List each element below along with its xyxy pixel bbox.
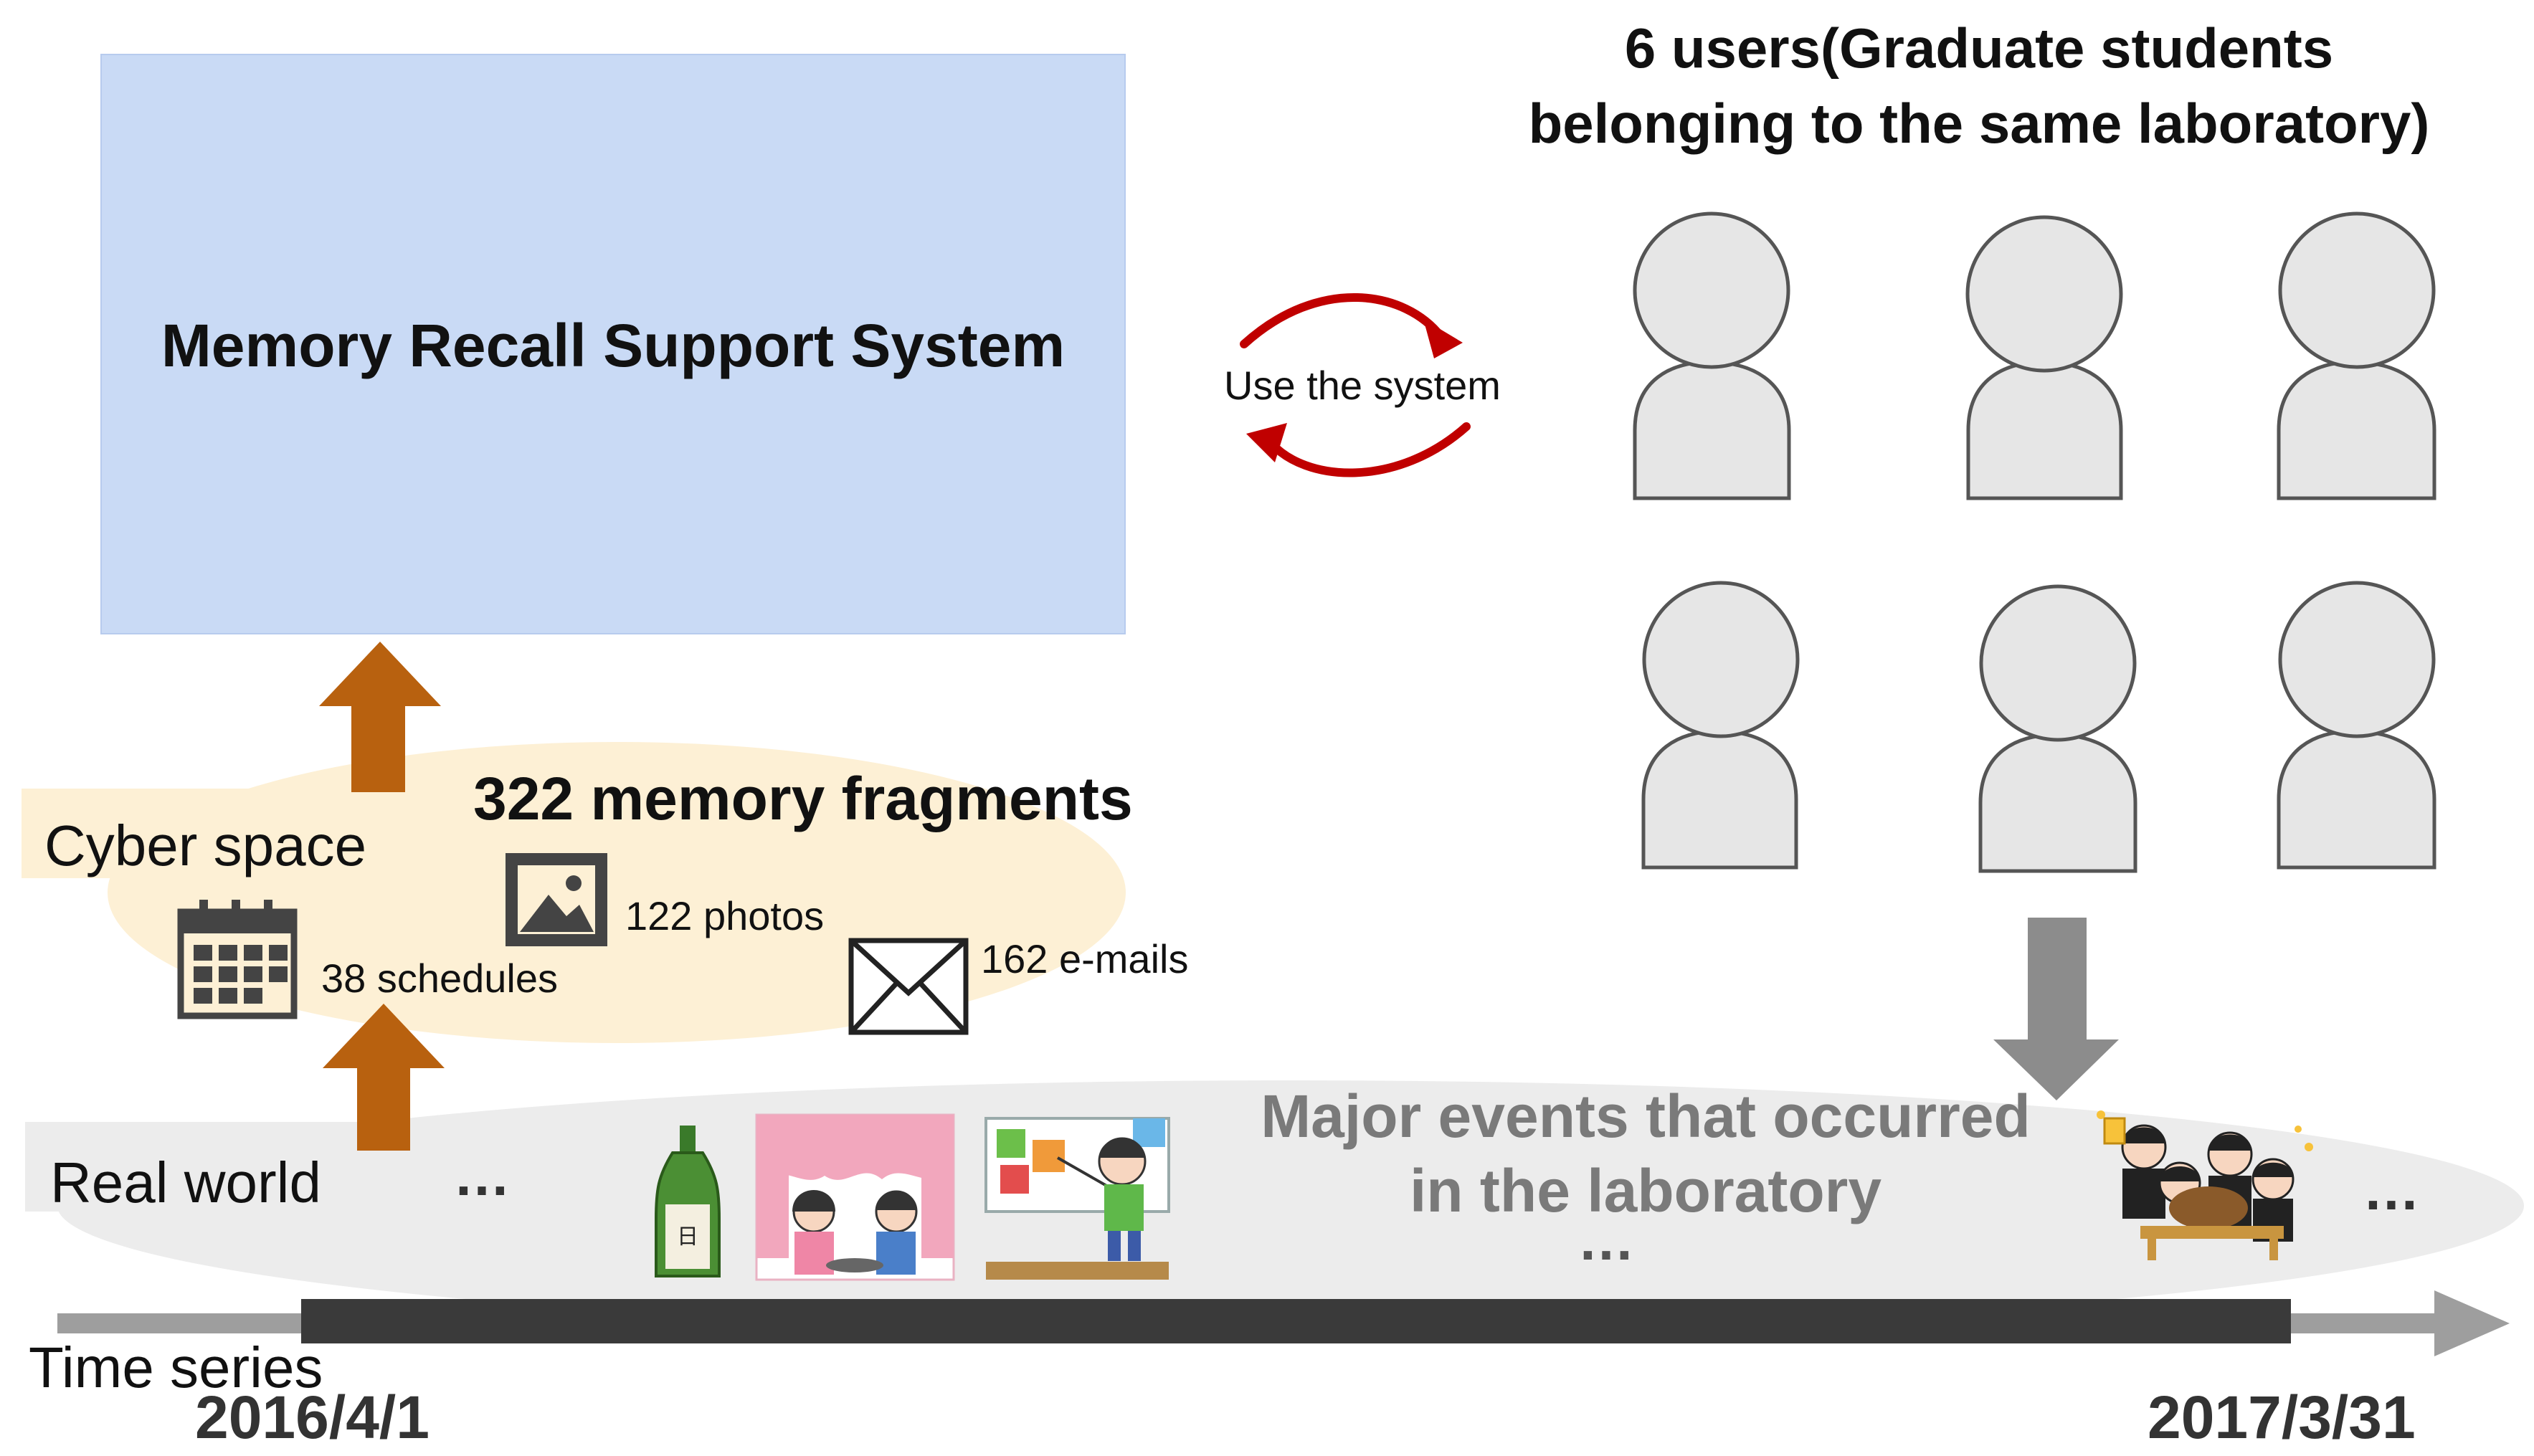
- events-title-line2: in the laboratory: [1409, 1157, 1882, 1225]
- user-icon: [2277, 581, 2436, 870]
- cyber-space-label: Cyber space: [44, 814, 367, 877]
- user-icon: [1641, 581, 1800, 870]
- user-icon: [1978, 584, 2137, 873]
- calendar-icon: [177, 900, 298, 1019]
- user-icon: [1633, 211, 1791, 500]
- upward-arrow-to-system: [319, 642, 441, 792]
- presentation-icon: [984, 1117, 1170, 1280]
- photo-icon: [506, 853, 607, 946]
- user-icon: [2277, 211, 2436, 500]
- timeline-end-date: 2017/3/31: [2148, 1384, 2416, 1451]
- user-icon: [1965, 215, 2123, 500]
- time-series-label: Time series: [29, 1336, 323, 1399]
- ellipsis-middle: …: [1577, 1208, 1638, 1272]
- use-system-label: Use the system: [1224, 363, 1501, 408]
- use-cycle-arrows: [1240, 292, 1471, 477]
- party-celebration-icon: [2097, 1110, 2313, 1260]
- svg-text:日: 日: [677, 1224, 698, 1250]
- schedules-count-label: 38 schedules: [321, 956, 559, 1001]
- sake-bottle-icon: 日: [655, 1126, 721, 1277]
- real-world-label: Real world: [50, 1151, 321, 1214]
- users-title-line1: 6 users(Graduate students: [1624, 16, 2334, 80]
- emails-count-label: 162 e-mails: [981, 936, 1189, 981]
- ellipsis-left: …: [453, 1143, 513, 1207]
- photos-count-label: 122 photos: [625, 893, 825, 938]
- cherry-blossom-viewing-icon: [755, 1113, 955, 1281]
- downward-arrow-to-events: [1993, 918, 2119, 1100]
- upward-arrow-to-cyber-space: [323, 1004, 445, 1151]
- ellipsis-right: …: [2363, 1158, 2423, 1222]
- users-title: 6 users(Graduate students belonging to t…: [1427, 11, 2531, 162]
- envelope-icon: [848, 938, 969, 1035]
- events-title-line1: Major events that occurred: [1261, 1083, 2031, 1150]
- users-group: [1633, 211, 2436, 873]
- users-title-line2: belonging to the same laboratory): [1528, 92, 2430, 156]
- timeline-start-date: 2016/4/1: [195, 1384, 430, 1451]
- major-events-title: Major events that occurred in the labora…: [1226, 1079, 2065, 1228]
- timeline-arrow: [57, 1290, 2510, 1356]
- system-title: Memory Recall Support System: [161, 312, 1066, 379]
- memory-fragments-total: 322 memory fragments: [473, 765, 1133, 832]
- memory-recall-system-box: [100, 54, 1126, 634]
